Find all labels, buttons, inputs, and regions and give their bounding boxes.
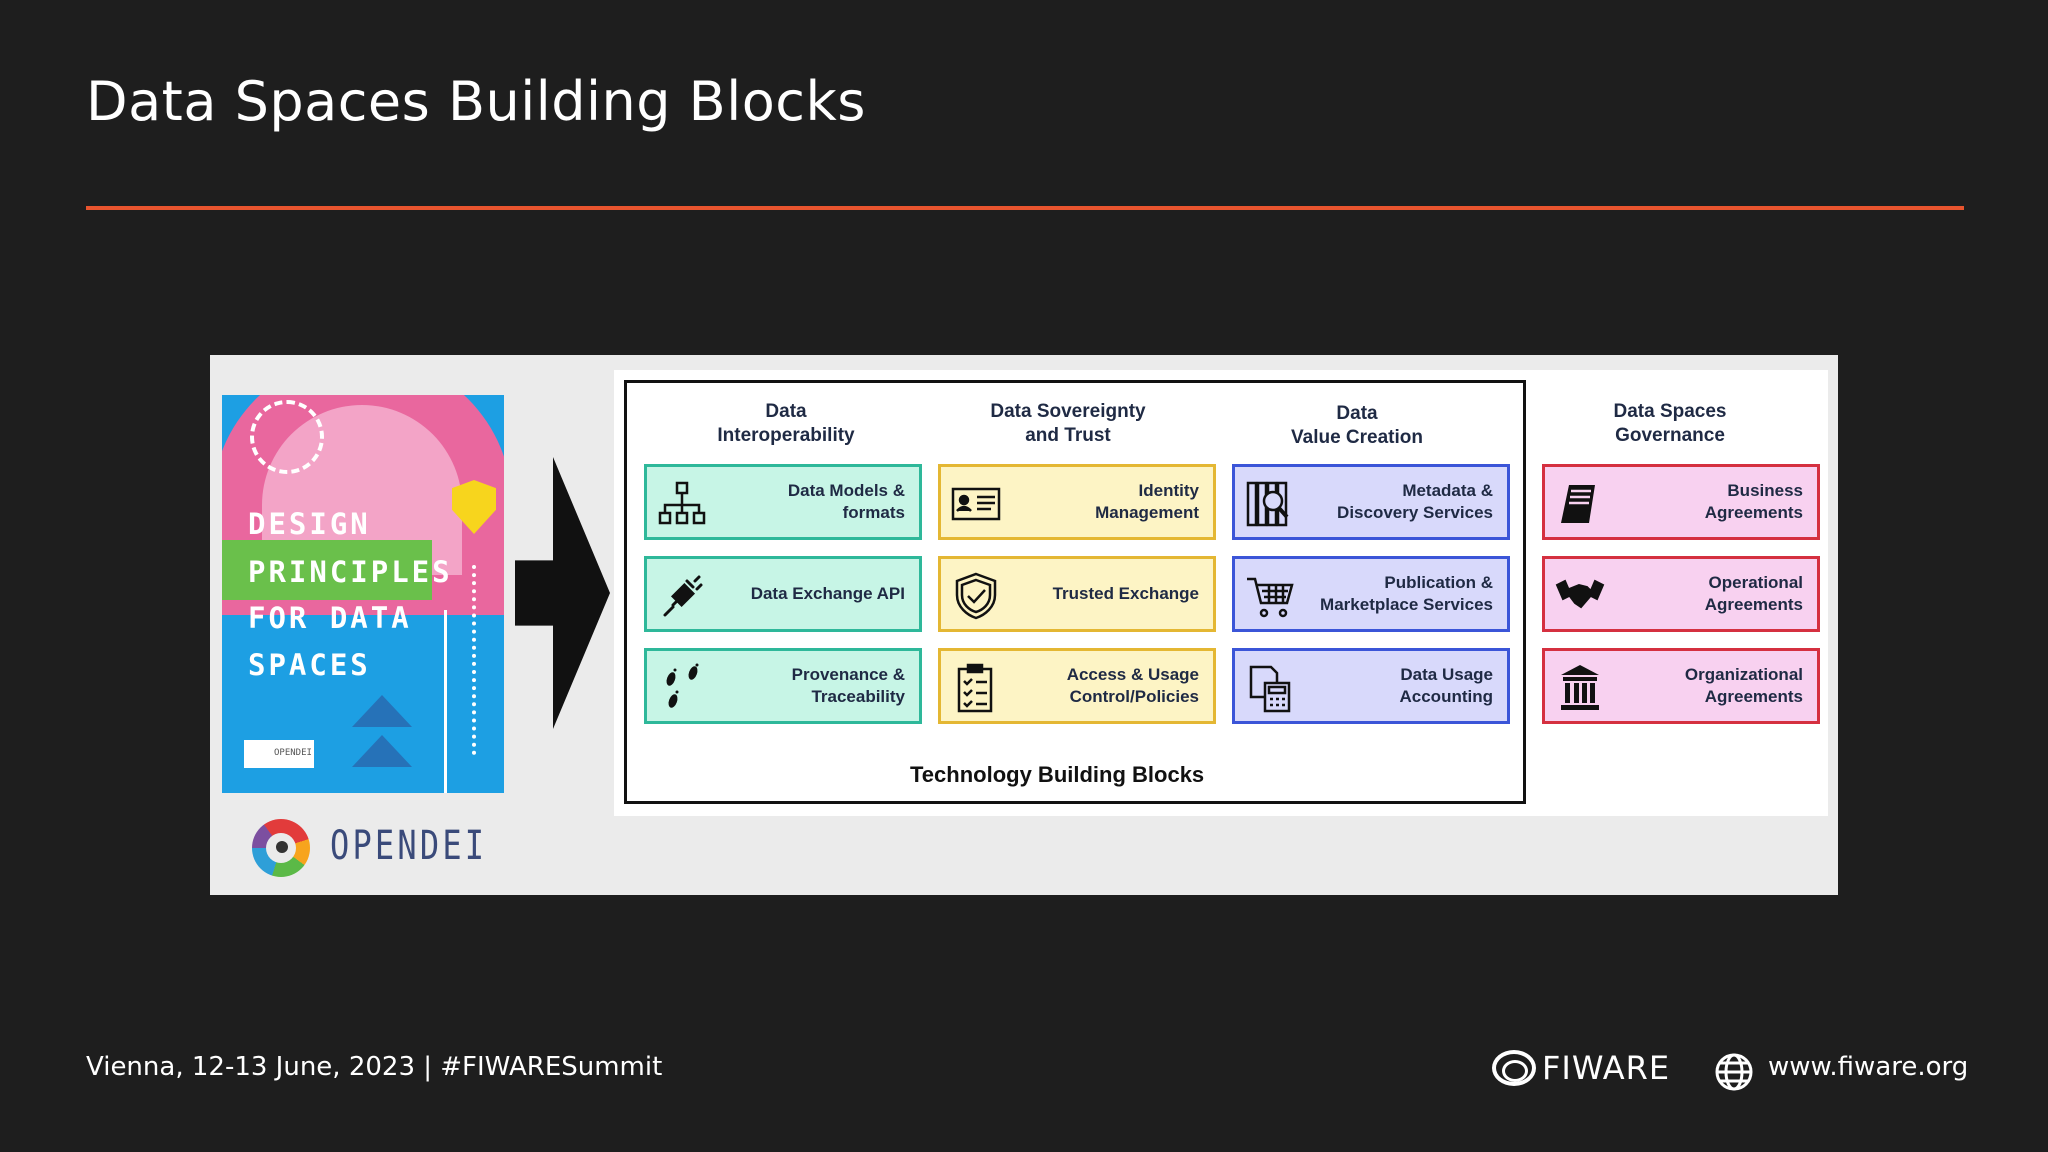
technology-blocks-box xyxy=(624,380,1526,804)
dashed-circle-graphic xyxy=(250,400,324,474)
heading-governance: Data Spaces Governance xyxy=(1613,401,1727,446)
heading-sovereignty: Data Sovereignty and Trust xyxy=(990,401,1146,446)
accent-divider xyxy=(86,206,1964,210)
cover-line-3: FOR DATA xyxy=(248,601,412,635)
plug-icon xyxy=(663,575,703,617)
block-operational-agreements: Operational Agreements xyxy=(1542,556,1820,632)
block-label: Data Exchange API xyxy=(750,584,905,603)
block-data-models: Data Models & formats xyxy=(644,464,922,540)
opendei-wordmark: OPENDEI xyxy=(330,823,488,869)
block-label: Publication & Marketplace Services xyxy=(1320,573,1493,614)
block-publication-marketplace: Publication & Marketplace Services xyxy=(1232,556,1510,632)
cover-line-2: PRINCIPLES xyxy=(248,555,453,589)
block-trusted-exchange: Trusted Exchange xyxy=(938,556,1216,632)
heading-interoperability: Data Interoperability xyxy=(717,401,855,446)
block-identity-management: Identity Management xyxy=(938,464,1216,540)
cover-logo: OPENDEI xyxy=(244,740,314,768)
block-data-exchange-api: Data Exchange API xyxy=(644,556,922,632)
handshake-icon xyxy=(1555,579,1605,609)
cover-line-4: SPACES xyxy=(248,648,371,682)
block-label: Metadata & Discovery Services xyxy=(1337,481,1493,522)
book-cover: DESIGN PRINCIPLES FOR DATA SPACES OPENDE… xyxy=(222,395,504,793)
block-label: Provenance & Traceability xyxy=(791,665,905,706)
block-label: Trusted Exchange xyxy=(1052,584,1199,603)
fiware-logo: FIWARE xyxy=(1492,1048,1670,1088)
block-access-usage-control: Access & Usage Control/Policies xyxy=(938,648,1216,724)
fiware-wordmark: FIWARE xyxy=(1542,1049,1671,1087)
blocks-panel: Data Interoperability Data Sovereignty a… xyxy=(614,370,1828,816)
block-metadata-discovery: Metadata & Discovery Services xyxy=(1232,464,1510,540)
cover-line-1: DESIGN xyxy=(248,507,371,541)
block-label: Identity Management xyxy=(1095,481,1199,522)
shield-check-icon xyxy=(955,572,997,620)
block-data-usage-accounting: Data Usage Accounting xyxy=(1232,648,1510,724)
clipboard-checklist-icon xyxy=(957,663,993,713)
block-organizational-agreements: Organizational Agreements xyxy=(1542,648,1820,724)
shopping-cart-icon xyxy=(1247,577,1294,618)
block-label: Operational Agreements xyxy=(1704,573,1803,614)
right-arrow-icon xyxy=(515,457,610,729)
block-label: Data Models & formats xyxy=(787,481,905,522)
block-provenance: Provenance & Traceability xyxy=(644,648,922,724)
block-label: Business Agreements xyxy=(1704,481,1803,522)
footprints-icon xyxy=(666,663,699,708)
technology-blocks-label: Technology Building Blocks xyxy=(910,762,1205,787)
document-icon xyxy=(1561,485,1595,523)
calculator-icon xyxy=(1249,665,1291,713)
globe-icon xyxy=(1715,1053,1753,1091)
fiware-logo-mark xyxy=(1492,1050,1536,1086)
hierarchy-icon xyxy=(658,481,706,525)
books-magnifier-icon xyxy=(1246,481,1289,527)
block-label: Organizational Agreements xyxy=(1684,665,1803,706)
block-label: Access & Usage Control/Policies xyxy=(1066,665,1199,706)
block-label: Data Usage Accounting xyxy=(1399,665,1494,706)
institution-icon xyxy=(1561,665,1599,710)
opendei-logo: OPENDEI xyxy=(252,817,484,887)
event-footer: Vienna, 12-13 June, 2023 | #FIWARESummit xyxy=(86,1052,663,1082)
slide-title: Data Spaces Building Blocks xyxy=(86,70,866,133)
website-link[interactable]: www.fiware.org xyxy=(1768,1052,1969,1082)
heading-value-creation: Data Value Creation xyxy=(1291,403,1423,448)
building-blocks-figure: DESIGN PRINCIPLES FOR DATA SPACES OPENDE… xyxy=(210,355,1838,895)
id-card-icon xyxy=(951,487,1001,521)
block-business-agreements: Business Agreements xyxy=(1542,464,1820,540)
